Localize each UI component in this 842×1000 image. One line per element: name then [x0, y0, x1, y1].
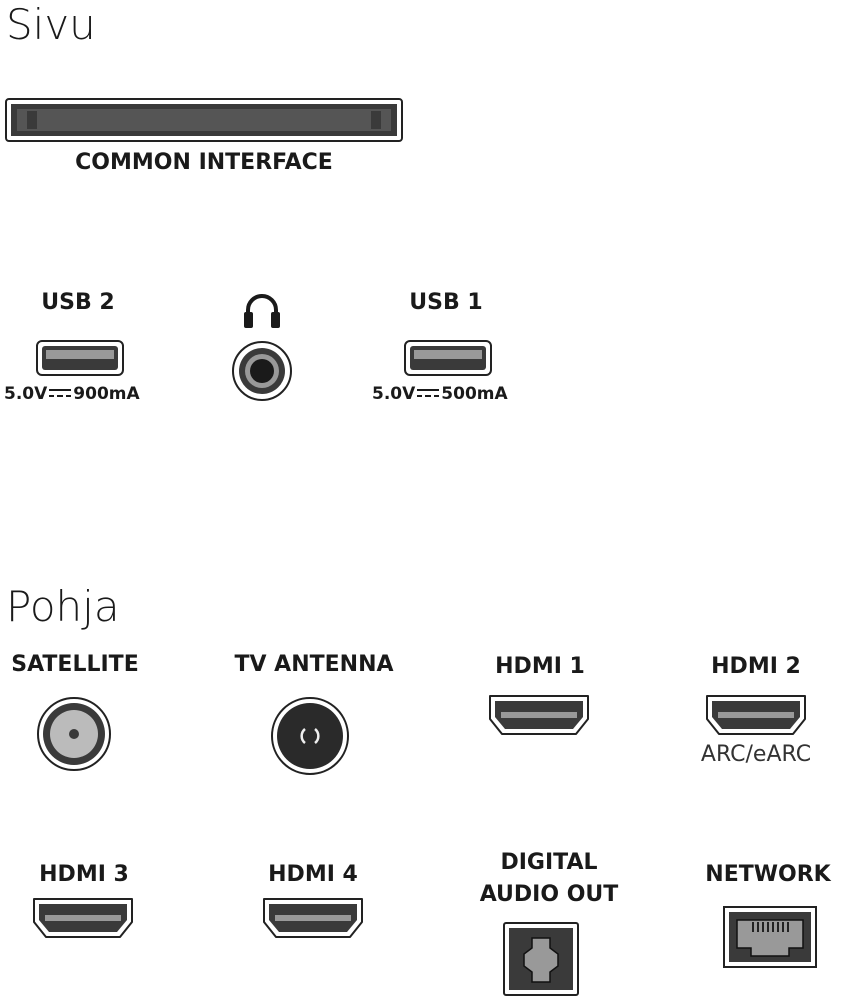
usb2-spec-voltage: 5.0V [4, 384, 48, 404]
hdmi2-label: HDMI 2 [711, 654, 801, 679]
dc-symbol-icon [417, 389, 440, 397]
usb1-spec: 5.0V 500mA [372, 384, 508, 404]
tv-antenna-connector-icon [270, 696, 350, 776]
dc-symbol-icon [49, 389, 72, 397]
usb1-spec-voltage: 5.0V [372, 384, 416, 404]
network-port-icon [723, 906, 817, 968]
satellite-connector-icon [36, 696, 112, 772]
hdmi2-sublabel: ARC/eARC [700, 742, 812, 767]
optical-audio-port-icon [503, 922, 579, 996]
digital-audio-out-label-line2: AUDIO OUT [479, 882, 619, 907]
common-interface-slot-icon [5, 98, 403, 142]
digital-audio-out-label-line1: DIGITAL [500, 850, 598, 875]
usb2-spec-current: 900mA [73, 384, 140, 404]
headphones-icon [242, 292, 282, 330]
hdmi-port-icon [487, 693, 591, 737]
network-label: NETWORK [705, 862, 831, 887]
hdmi-port-icon [261, 896, 365, 940]
satellite-label: SATELLITE [11, 652, 139, 677]
section-title-side: Sivu [6, 0, 96, 49]
hdmi3-label: HDMI 3 [39, 862, 129, 887]
hdmi-port-icon [704, 693, 808, 737]
usb1-spec-current: 500mA [441, 384, 508, 404]
usb1-label: USB 1 [409, 290, 483, 315]
hdmi1-label: HDMI 1 [495, 654, 585, 679]
section-title-bottom: Pohja [6, 582, 120, 631]
usb-port-icon [36, 340, 124, 376]
headphone-jack-icon [231, 340, 293, 402]
common-interface-label: COMMON INTERFACE [75, 150, 333, 175]
usb2-spec: 5.0V 900mA [4, 384, 140, 404]
hdmi4-label: HDMI 4 [268, 862, 358, 887]
hdmi-port-icon [31, 896, 135, 940]
tv-antenna-label: TV ANTENNA [234, 652, 394, 677]
usb2-label: USB 2 [41, 290, 115, 315]
usb-port-icon [404, 340, 492, 376]
